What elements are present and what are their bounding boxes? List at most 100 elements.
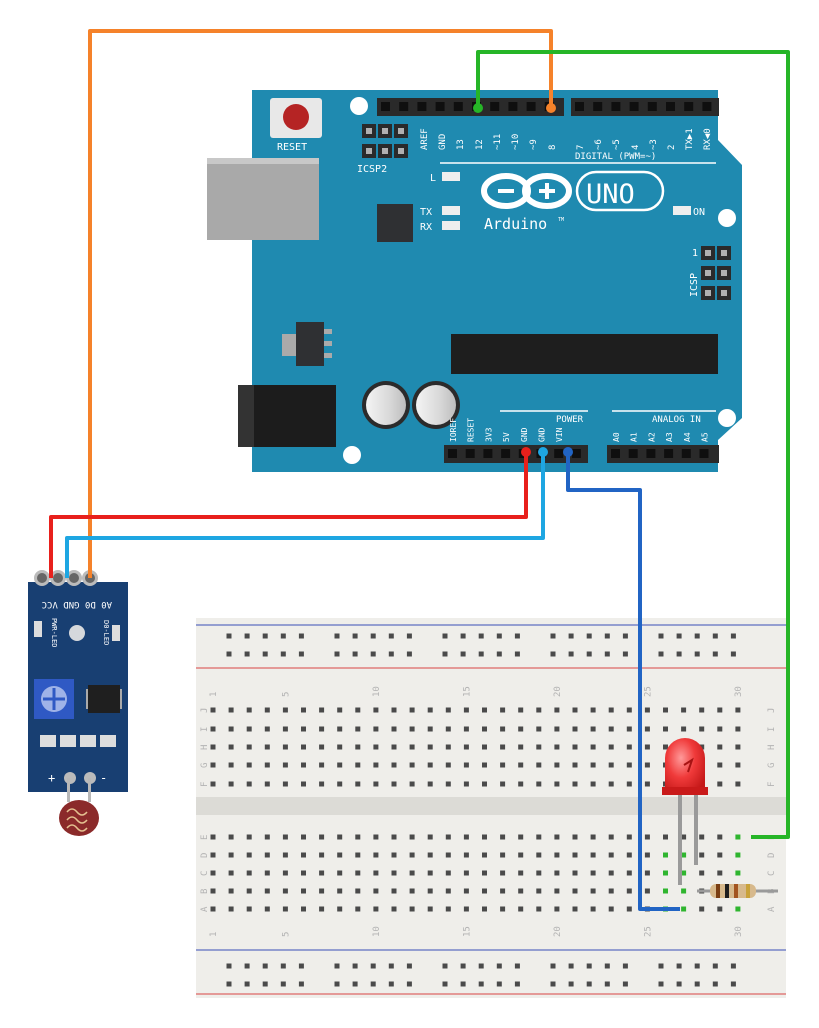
power-pin-label: GND [538, 427, 547, 442]
breadboard-hole [409, 888, 415, 894]
breadboard-hole [460, 633, 466, 639]
digital-pin-label: ~11 [493, 134, 503, 150]
column-number-top: 20 [553, 686, 563, 697]
breadboard-hole [626, 781, 632, 787]
breadboard-hole [554, 707, 560, 713]
breadboard-hole [301, 852, 306, 858]
row-letter-right: A [767, 906, 777, 912]
breadboard-hole [355, 906, 361, 912]
breadboard-hole [246, 744, 252, 750]
pwr-led [34, 621, 42, 637]
breadboard-hole [244, 633, 250, 639]
analog-pin-label: A0 [612, 432, 621, 442]
row-letter-left: J [200, 708, 210, 713]
icsp-pin-tip [382, 128, 388, 134]
breadboard-hole [572, 726, 578, 732]
icsp-pin-tip [705, 290, 711, 296]
led-l-label: L [430, 173, 436, 184]
breadboard-hole [554, 870, 560, 876]
breadboard-hole [264, 726, 270, 732]
row-letter-right: F [767, 782, 777, 787]
breadboard-hole [658, 981, 664, 987]
breadboard-hole [572, 762, 578, 768]
d0-led [112, 625, 120, 641]
breadboard-hole [554, 906, 560, 912]
icsp2-header [362, 124, 408, 158]
breadboard-hole [210, 781, 216, 787]
breadboard-hole [681, 707, 687, 713]
breadboard-hole [482, 781, 487, 787]
breadboard-hole [482, 906, 487, 912]
breadboard-hole [391, 906, 397, 912]
breadboard-hole [586, 651, 592, 657]
breadboard-hole [604, 651, 610, 657]
usb-port [207, 158, 319, 240]
breadboard-hole [518, 762, 524, 768]
uno-badge [575, 170, 665, 212]
resistor [697, 884, 778, 898]
breadboard-hole [712, 633, 718, 639]
breadboard-hole [373, 870, 379, 876]
breadboard-hole [482, 762, 487, 768]
breadboard-hole [482, 707, 487, 713]
breadboard-hole [536, 834, 542, 840]
breadboard-hole [681, 870, 687, 876]
icsp-pin-tip [382, 148, 388, 154]
breadboard-hole [319, 762, 325, 768]
breadboard-hole [568, 651, 574, 657]
row-letter-left: F [200, 782, 210, 787]
breadboard-hole [590, 834, 596, 840]
breadboard-hole [355, 707, 361, 713]
breadboard-hole [319, 726, 325, 732]
breadboard-hole [694, 963, 700, 969]
breadboard-hole [427, 726, 433, 732]
column-number-top: 30 [734, 686, 744, 697]
digital-pin-label: ~3 [649, 139, 659, 150]
breadboard-hole [246, 852, 252, 858]
breadboard-hole [463, 726, 469, 732]
row-letter-right: H [767, 745, 777, 750]
digital-pin-label: RX◀0 [703, 128, 713, 150]
arduino-logo: Arduino TM UNO [481, 170, 665, 233]
breadboard-hole [550, 633, 556, 639]
breadboard-hole [391, 726, 397, 732]
breadboard-hole [608, 762, 614, 768]
smd-component [40, 735, 56, 747]
breadboard-hole [445, 744, 451, 750]
breadboard-hole [463, 762, 469, 768]
breadboard-hole [644, 707, 650, 713]
sensor-pin-labels: A0 D0 GND VCC [42, 599, 112, 609]
breadboard-hole [210, 744, 216, 750]
breadboard-hole [568, 981, 574, 987]
led-on-label: ON [693, 207, 705, 218]
breadboard-hole [427, 707, 433, 713]
breadboard-hole [463, 888, 469, 894]
breadboard-hole [735, 762, 741, 768]
red-led [662, 738, 708, 885]
breadboard-hole [301, 870, 306, 876]
breadboard-hole [478, 963, 484, 969]
breadboard-hole [282, 834, 288, 840]
row-letter-right: I [767, 727, 777, 732]
breadboard-hole [463, 906, 469, 912]
led-leg-cathode [678, 785, 682, 885]
breadboard-hole [572, 834, 578, 840]
breadboard-hole [586, 981, 592, 987]
smd-component [60, 735, 76, 747]
breadboard-hole [518, 852, 524, 858]
breadboard-hole [608, 906, 614, 912]
breadboard-hole [370, 963, 376, 969]
breadboard-hole [337, 726, 343, 732]
digital-pin-label: 12 [475, 139, 485, 150]
breadboard-hole [717, 834, 723, 840]
breadboard-hole [644, 781, 650, 787]
column-number-bottom: 25 [643, 926, 653, 937]
breadboard-hole [518, 870, 524, 876]
header-pin-hole [554, 449, 564, 458]
breadboard-hole [370, 651, 376, 657]
header-pin-hole [448, 449, 457, 458]
icsp-pin-tip [705, 250, 711, 256]
breadboard-hole [554, 744, 560, 750]
breadboard-hole [228, 870, 234, 876]
